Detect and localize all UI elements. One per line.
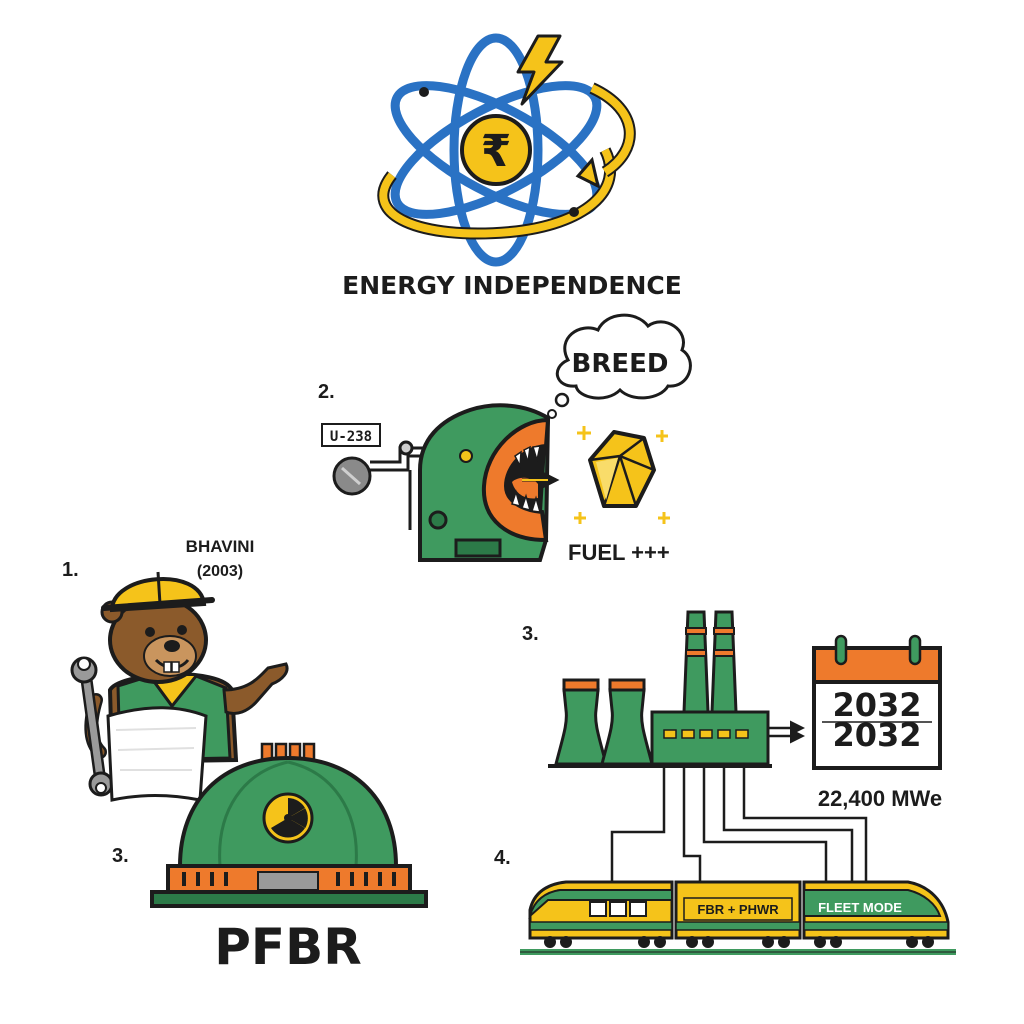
calendar-icon: 2032 2032 <box>812 634 942 770</box>
step-number-target: 3. <box>522 623 539 645</box>
uranium-pellet-icon <box>332 456 372 496</box>
fleet-train: FBR + PHWR FLEET MODE <box>520 880 956 955</box>
step-number-pfbr: 3. <box>112 845 129 867</box>
pfbr-reactor-dome <box>150 742 428 908</box>
u238-label: U-238 <box>321 423 381 447</box>
radiation-icon <box>262 792 314 844</box>
calendar-year-top: 2032 <box>832 686 921 724</box>
atom-rupee-lightning-icon: ₹ <box>377 33 636 267</box>
step-number-bhavini: 1. <box>62 559 79 581</box>
org-year: (2003) <box>197 563 243 580</box>
breeder-reactor-monster <box>408 403 551 562</box>
svg-text:₹: ₹ <box>481 127 512 176</box>
thought-bubble: BREED <box>547 313 692 419</box>
step-number-fleet: 4. <box>494 847 511 869</box>
train-car-label-2: FLEET MODE <box>818 900 902 915</box>
svg-text:U-238: U-238 <box>330 429 372 445</box>
feed-pipes <box>370 440 426 472</box>
page-title: ENERGY INDEPENDENCE <box>342 271 682 300</box>
svg-text:BREED: BREED <box>572 349 669 379</box>
power-lines <box>610 766 868 882</box>
capacity-target: 22,400 MWe <box>818 786 942 811</box>
target-arrows <box>768 720 805 744</box>
org-name: BHAVINI <box>186 537 255 556</box>
beaver-engineer-mascot <box>70 571 289 802</box>
power-plant-icon <box>548 610 772 768</box>
calendar-year-bottom: 2032 <box>832 716 921 754</box>
train-car-label-1: FBR + PHWR <box>697 902 779 917</box>
pfbr-label: PFBR <box>214 918 361 976</box>
wrench-icon <box>70 656 114 797</box>
fuel-crystal-icon <box>574 426 670 524</box>
fuel-output-label: FUEL +++ <box>568 540 670 565</box>
step-number-breeder: 2. <box>318 381 335 403</box>
